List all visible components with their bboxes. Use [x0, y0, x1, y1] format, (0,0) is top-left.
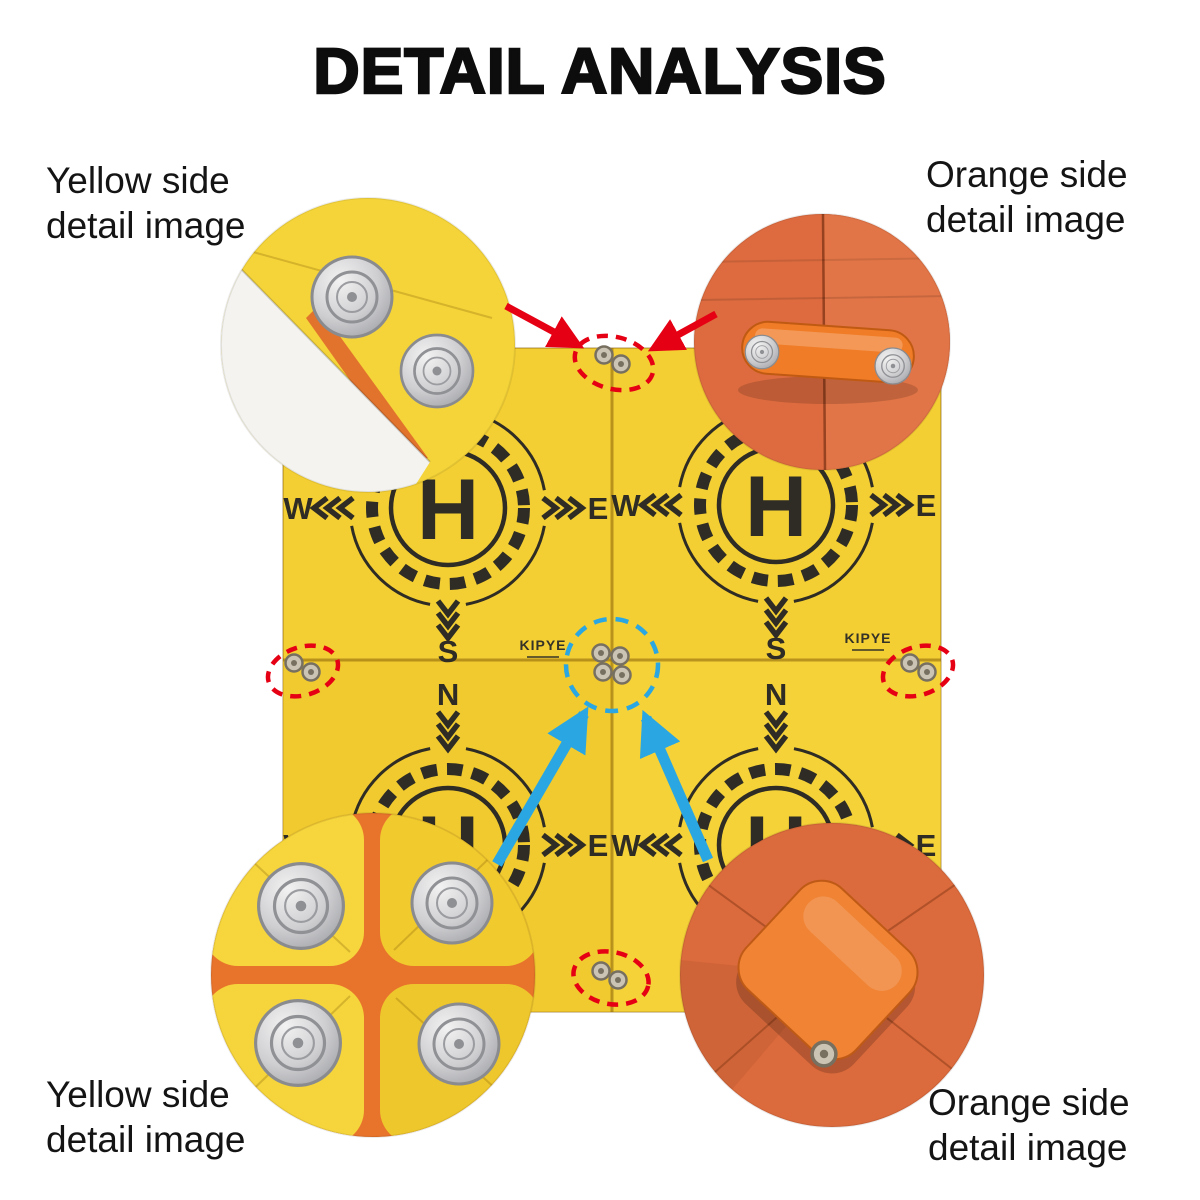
blue-dashed-circle-center: [563, 616, 661, 714]
callout-bottom-left: Yellow side detail image: [46, 1072, 246, 1162]
callout-line: detail image: [928, 1127, 1128, 1168]
snap-stud-center: [612, 665, 632, 685]
callout-line: Yellow side: [46, 160, 230, 201]
snap-stud-center: [591, 643, 611, 663]
rubber-handle: [741, 320, 915, 384]
annotations: [265, 302, 956, 1007]
snap-button: [874, 347, 912, 385]
snap-button: [254, 999, 342, 1087]
brand-text: KIPYE: [519, 637, 566, 653]
snap-stud-center: [610, 646, 630, 666]
red-dashed-ellipse-bottom: [571, 949, 651, 1007]
callout-line: Orange side: [926, 154, 1128, 195]
page-title: DETAIL ANALYSIS: [312, 34, 887, 109]
snap-button: [399, 333, 475, 409]
snap-button: [410, 861, 494, 945]
orange-fold-gap: [306, 306, 428, 462]
red-arrow-left: [504, 302, 585, 349]
white-flap: [221, 268, 430, 492]
callout-line: detail image: [46, 1119, 246, 1160]
red-arrow-right: [647, 310, 718, 352]
snap-button: [744, 334, 780, 370]
red-dashed-ellipse-top: [572, 333, 656, 393]
snap-stud: [810, 1040, 838, 1068]
snap-button: [417, 1002, 501, 1086]
blue-arrow-left: [492, 706, 589, 867]
red-dashed-ellipse-left: [265, 643, 341, 699]
callout-top-right: Orange side detail image: [926, 152, 1128, 242]
callout-line: detail image: [926, 199, 1126, 240]
snap-button: [257, 862, 345, 950]
callout-top-left: Yellow side detail image: [46, 158, 246, 248]
callout-line: Yellow side: [46, 1074, 230, 1115]
callout-bottom-right: Orange side detail image: [928, 1080, 1130, 1170]
red-dashed-ellipse-right: [880, 643, 956, 699]
rubber-patch: [736, 879, 919, 1074]
detail-circle-yellow-top: [220, 197, 516, 493]
callout-line: Orange side: [928, 1082, 1130, 1123]
blue-arrow-right: [639, 709, 714, 863]
brand-text: KIPYE: [844, 630, 891, 646]
snap-stud-center: [593, 662, 613, 682]
callout-line: detail image: [46, 205, 246, 246]
snap-button: [310, 255, 394, 339]
